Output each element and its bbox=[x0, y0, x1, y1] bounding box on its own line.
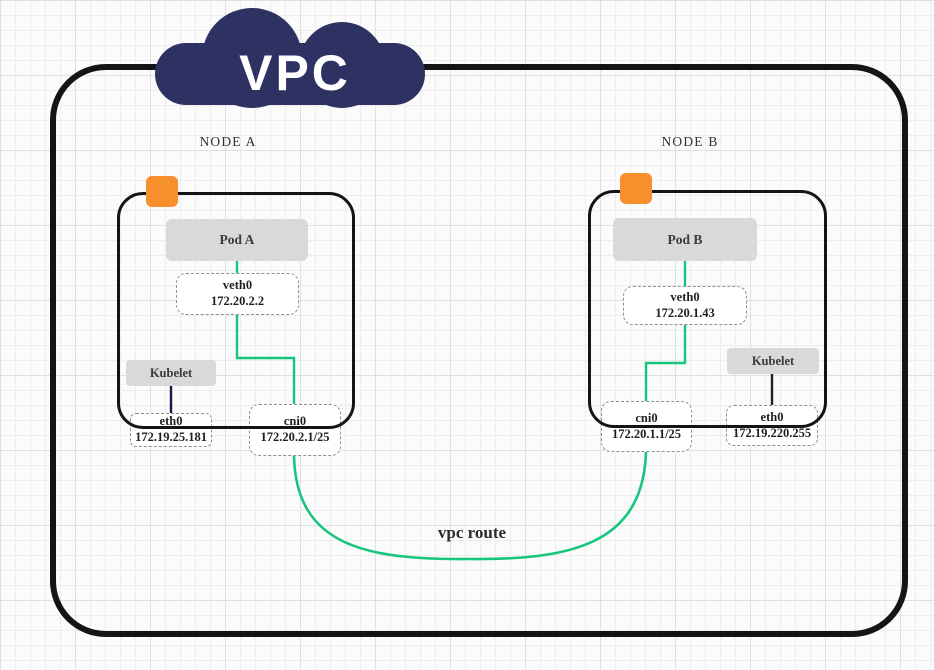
pod-b-box: Pod B bbox=[613, 218, 757, 261]
node-b-title: NODE B bbox=[661, 134, 719, 149]
node-a-veth0-box: veth0 172.20.2.2 bbox=[176, 273, 299, 315]
node-a-orange-marker bbox=[146, 176, 178, 207]
node-b-veth0-name: veth0 bbox=[670, 289, 700, 304]
node-b-cni0-name: cni0 bbox=[635, 410, 658, 425]
node-b-veth0-ip: 172.20.1.43 bbox=[655, 305, 715, 320]
node-a-eth0-ip: 172.19.25.181 bbox=[135, 430, 207, 444]
node-b-orange-marker bbox=[620, 173, 652, 204]
pod-a-box: Pod A bbox=[166, 219, 308, 261]
node-a-cni0-ip: 172.20.2.1/25 bbox=[260, 430, 330, 444]
node-a-kubelet-box: Kubelet bbox=[126, 360, 216, 386]
node-b-veth0-box: veth0 172.20.1.43 bbox=[623, 286, 747, 325]
vpc-route-curve bbox=[292, 451, 648, 561]
node-b-eth0-name: eth0 bbox=[760, 409, 784, 424]
node-b-kubelet-box: Kubelet bbox=[727, 348, 819, 374]
node-a-eth0-name: eth0 bbox=[159, 414, 183, 429]
vpc-cloud-label: VPC bbox=[239, 45, 351, 101]
node-b-boundary-box bbox=[588, 190, 827, 428]
vpc-boundary-box bbox=[50, 64, 908, 637]
cloud-shape bbox=[155, 8, 425, 108]
node-b-cni0-ip: 172.20.1.1/25 bbox=[611, 426, 682, 441]
vpc-route-label: vpc route bbox=[437, 523, 507, 542]
node-a-boundary-box bbox=[117, 192, 355, 429]
veth-b-to-cni-link bbox=[644, 325, 687, 401]
node-b-eth0-ip: 172.19.220.255 bbox=[732, 425, 812, 440]
node-a-title: NODE A bbox=[199, 134, 257, 149]
node-a-cni0-box: cni0 172.20.2.1/25 bbox=[249, 404, 341, 456]
node-a-veth0-name: veth0 bbox=[222, 278, 253, 293]
node-a-cni0-name: cni0 bbox=[283, 414, 307, 429]
node-a-veth0-ip: 172.20.2.2 bbox=[210, 294, 265, 308]
node-a-eth0-box: eth0 172.19.25.181 bbox=[130, 413, 212, 447]
vpc-cloud: VPC bbox=[155, 8, 425, 108]
veth-a-to-cni-link bbox=[235, 315, 296, 404]
